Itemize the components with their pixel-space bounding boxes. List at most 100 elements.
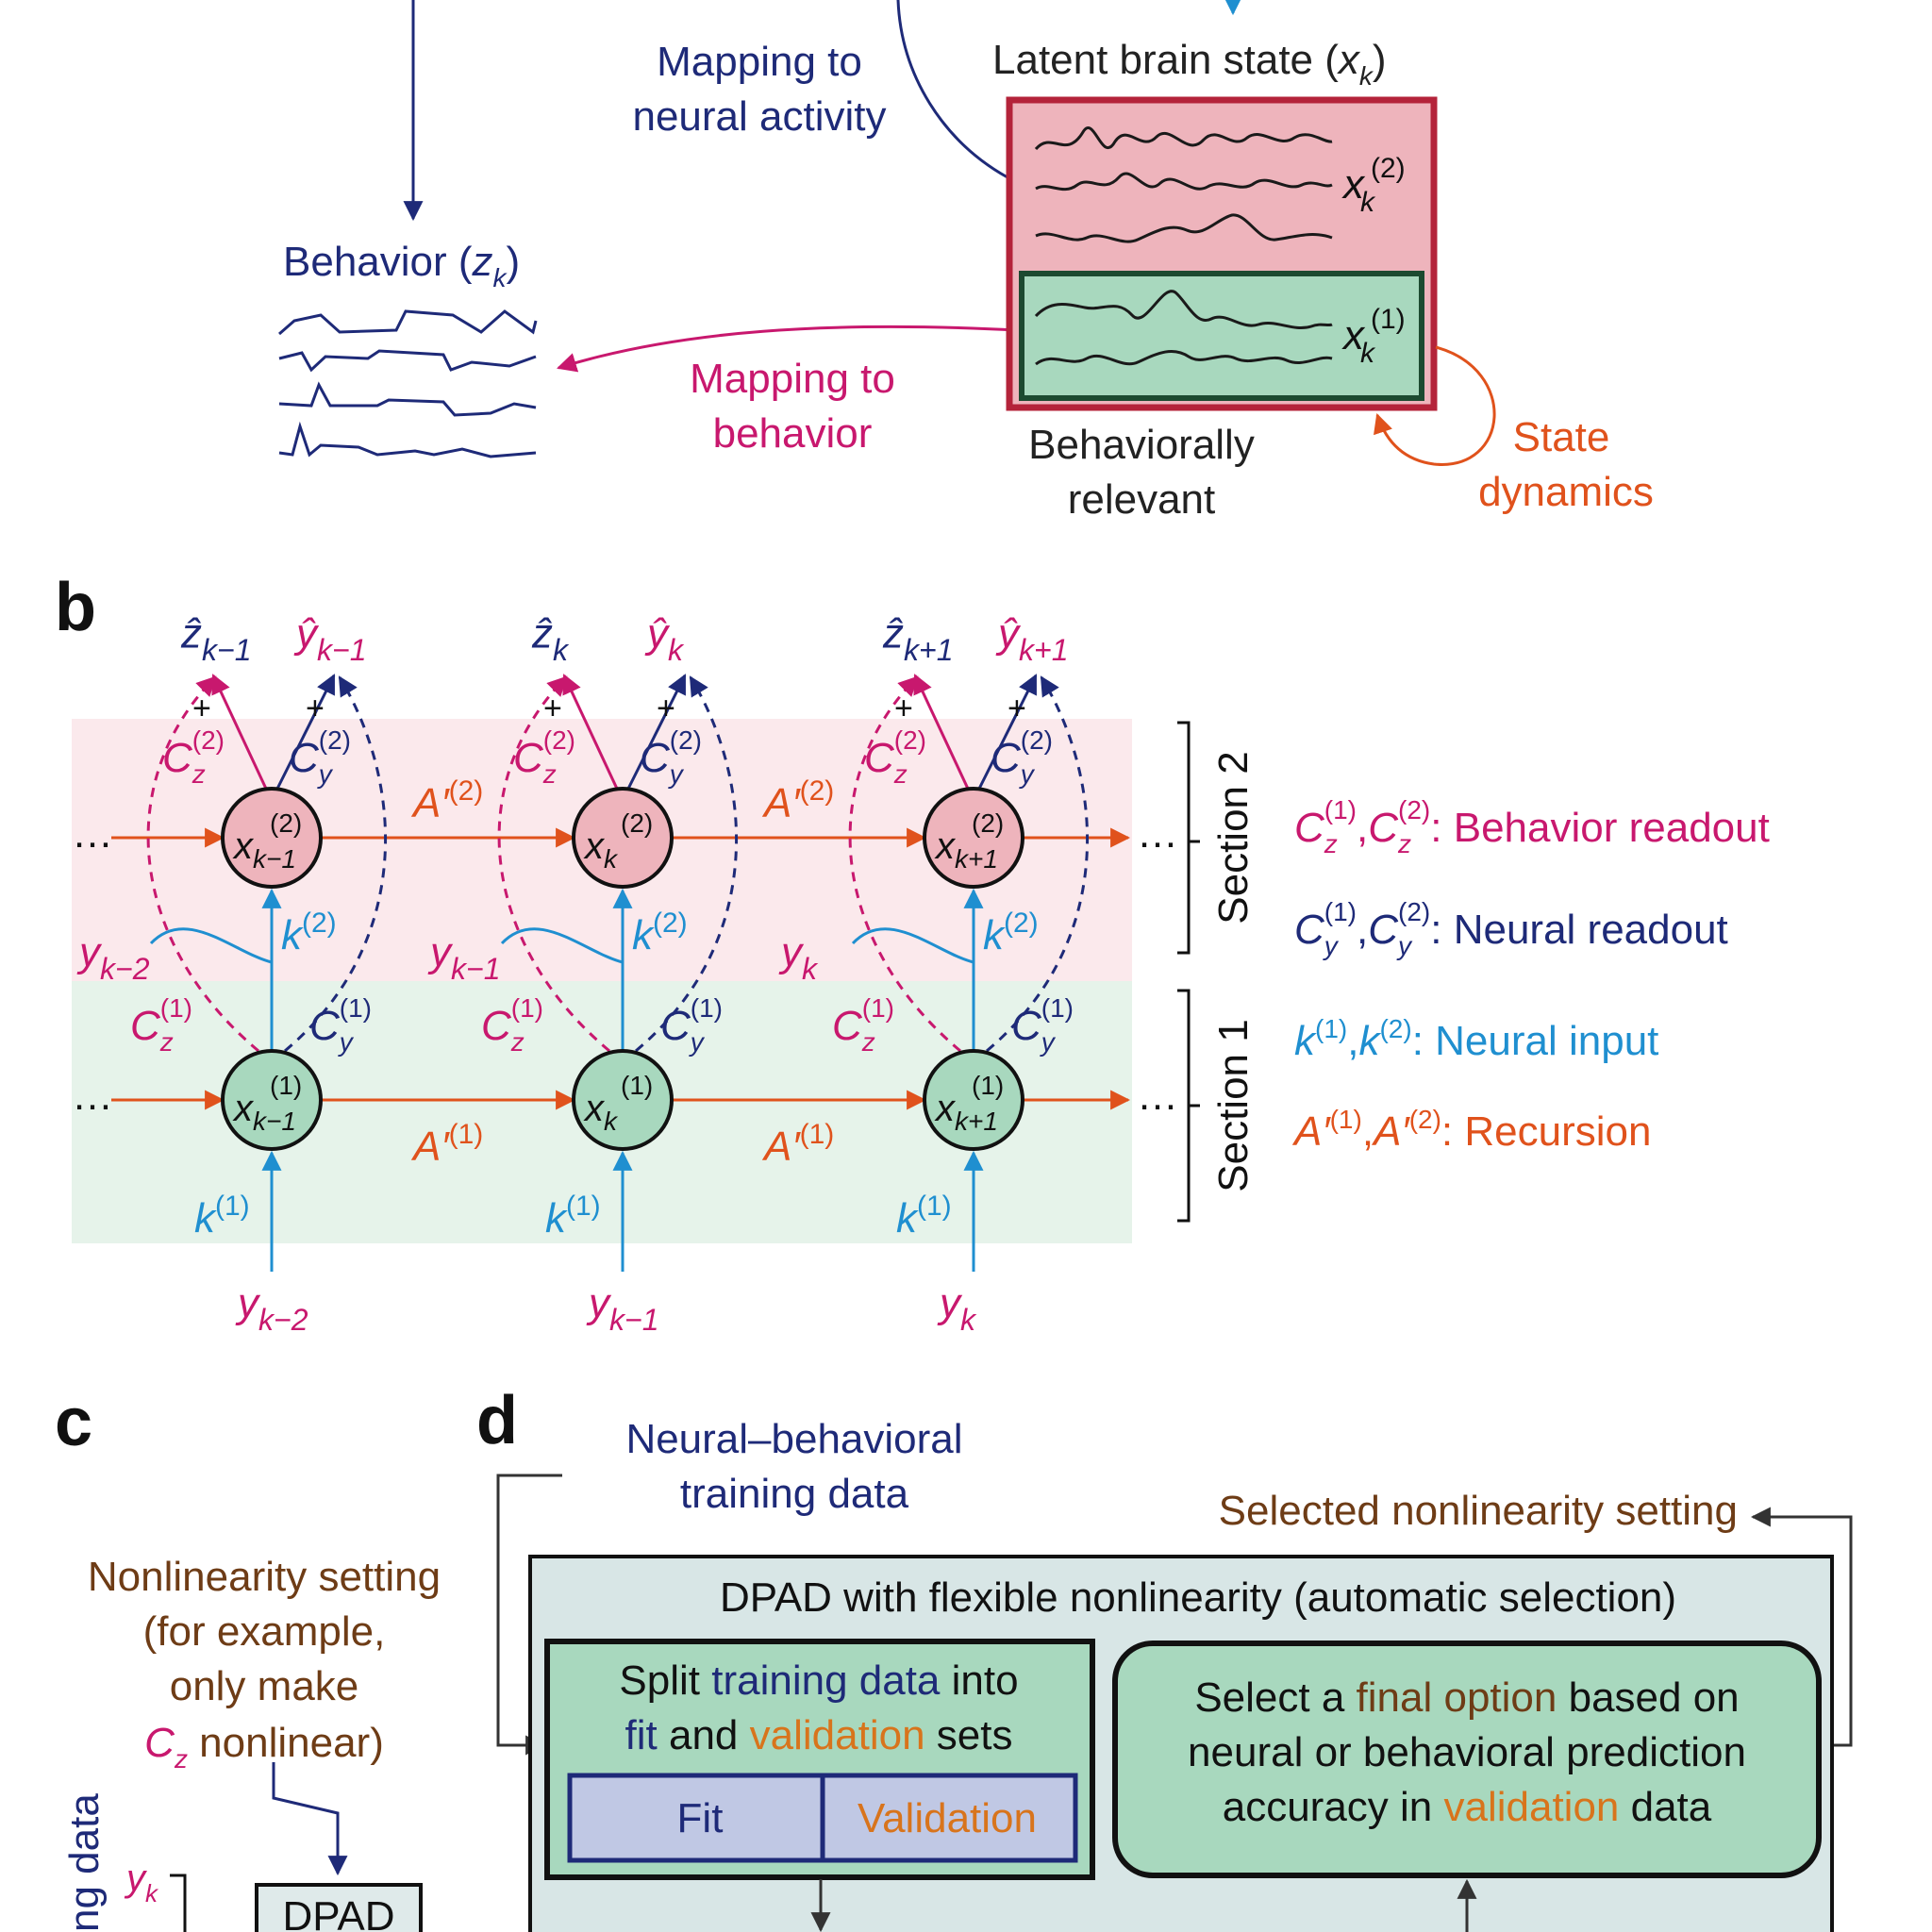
plus-behavior: + [543,691,562,726]
neural-readout-label-s2: Cy(2) [991,725,1053,789]
panel-c-label: c [55,1385,92,1460]
state-node-s2 [572,787,674,889]
behavior-readout-label-s1: Cz(1) [130,993,192,1057]
plus-behavior: + [894,691,913,726]
split-line2: fit and validation sets [625,1712,1013,1758]
validation-label: Validation [858,1795,1037,1841]
x1-label: xk(1) [1341,304,1406,369]
select-line1: Select a final option based on [1194,1674,1739,1721]
state-node-s2-label: xk+1 [934,825,998,874]
mapping-neural-line2: neural activity [632,93,886,140]
neural-input-label-s2: k(2) [983,908,1039,958]
recursion-label-s1-1: A′(1) [410,1119,483,1170]
state-node-s1-sup: (1) [972,1071,1004,1100]
dpad-flexible-title: DPAD with flexible nonlinearity (automat… [720,1574,1676,1621]
neural-readout-dashed [986,675,1090,1053]
behavior-readout-label-s1: Cz(1) [832,993,894,1057]
ellipsis-left-s1: … [72,1073,113,1119]
output-z-hat: ẑk−1 [180,610,251,667]
behavior-readout-label-s2: Cz(2) [162,725,225,789]
state-node-s1-label: xk [583,1088,619,1136]
neural-input-label-s2: k(2) [281,908,337,958]
behavior-readout-dashed [848,675,961,1053]
section2-bracket [1177,721,1200,955]
section2-y-label: yk−2 [76,929,150,986]
behaviorally-relevant-box [1019,271,1424,401]
neural-readout-solid [275,674,336,790]
mapping-behavior-line1: Mapping to [690,356,895,402]
state-node-s1-label: xk+1 [934,1088,998,1136]
panel-a: Latent brain state (xk) Mapping to neura… [278,0,1654,523]
neural-input-label-s2: k(2) [632,908,688,958]
state-dynamics-line2: dynamics [1478,469,1654,515]
recursion-label-s2-1: A′(2) [410,775,483,826]
state-node-s2-sup: (2) [621,808,653,838]
plus-neural: + [1008,691,1026,726]
state-dynamics-line1: State [1513,414,1610,460]
nonlinearity-setting-line1: Nonlinearity setting [88,1554,441,1600]
state-dynamics-loop [1374,345,1496,466]
neural-readout-label-s2: Cy(2) [289,725,351,789]
state-node-s1-sup: (1) [270,1071,302,1100]
ellipsis-left-s2: … [72,810,113,857]
neural-input-curve-s2 [149,927,273,964]
nonlinearity-setting-line2: (for example, [143,1608,386,1655]
state-node-s1 [572,1049,674,1151]
ellipsis-right-s2: … [1137,810,1178,857]
input-y-label: yk−1 [586,1280,658,1337]
yk-bracket [170,1874,187,1932]
neural-input-curve-s2 [851,927,974,964]
legend-behavior-readout: Cz(1),Cz(2): Behavior readout [1294,795,1770,858]
state-node-s2 [221,787,323,889]
state-node-s2-label: xk−1 [232,825,296,874]
behavior-readout-dashed [497,675,610,1053]
behavior-readout-solid [562,674,619,790]
neural-input-label-s1: k(1) [545,1191,601,1241]
input-y-label: yk−2 [235,1280,308,1337]
selected-setting-label: Selected nonlinearity setting [1219,1488,1738,1534]
recursion-label-s2-2: A′(2) [761,775,834,826]
behavior-traces [278,309,538,458]
state-node-s1 [221,1049,323,1151]
output-y-hat: ŷk+1 [995,610,1068,667]
neural-readout-label-s1: Cy(1) [309,993,372,1057]
ellipsis-right-s1: … [1137,1073,1178,1119]
behaviorally-relevant-line1: Behaviorally [1028,422,1255,468]
legend-recursion: A′(1),A′(2): Recursion [1291,1105,1651,1155]
state-node-s2-sup: (2) [270,808,302,838]
state-node-s2-sup: (2) [972,808,1004,838]
neural-readout-dashed [635,675,739,1053]
split-line1: Split training data into [619,1657,1018,1704]
plus-neural: + [306,691,325,726]
neural-readout-label-s2: Cy(2) [640,725,702,789]
panel-c: c Nonlinearity setting (for example, onl… [55,1385,441,1932]
state-node-s1-sup: (1) [621,1071,653,1100]
panel-d-label: d [476,1383,518,1458]
panel-d: d Neural–behavioral training data Select… [476,1383,1853,1932]
arrow-to-selected-setting [1750,1507,1853,1747]
neural-input-label-s1: k(1) [896,1191,952,1241]
behavior-readout-dashed [146,675,259,1053]
x2-label: xk(2) [1341,153,1406,218]
neural-readout-solid [626,674,687,790]
output-z-hat: ẑk [531,610,570,667]
section1-bracket [1177,989,1200,1223]
neural-readout-dashed [284,675,388,1053]
behavior-readout-label-s2: Cz(2) [864,725,926,789]
curve-mapping-neural [896,0,1008,179]
select-line3: accuracy in validation data [1223,1784,1712,1830]
section2-y-label: yk [778,929,819,986]
nonlinearity-setting-line3: only make [170,1663,359,1709]
mapping-behavior-line2: behavior [713,410,873,457]
training-data-line1: Neural–behavioral [625,1416,962,1462]
arrow-mapping-behavior [556,325,1018,373]
select-final-box [1112,1641,1822,1878]
state-node-s2-label: xk [583,825,619,874]
dpad-box-c-label: DPAD [283,1893,395,1932]
state-node-s1-label: xk−1 [232,1088,296,1136]
state-node-s1 [923,1049,1024,1151]
fit-label: Fit [677,1795,724,1841]
section2-y-label: yk−1 [427,929,500,986]
behavior-label: Behavior (zk) [283,239,520,292]
